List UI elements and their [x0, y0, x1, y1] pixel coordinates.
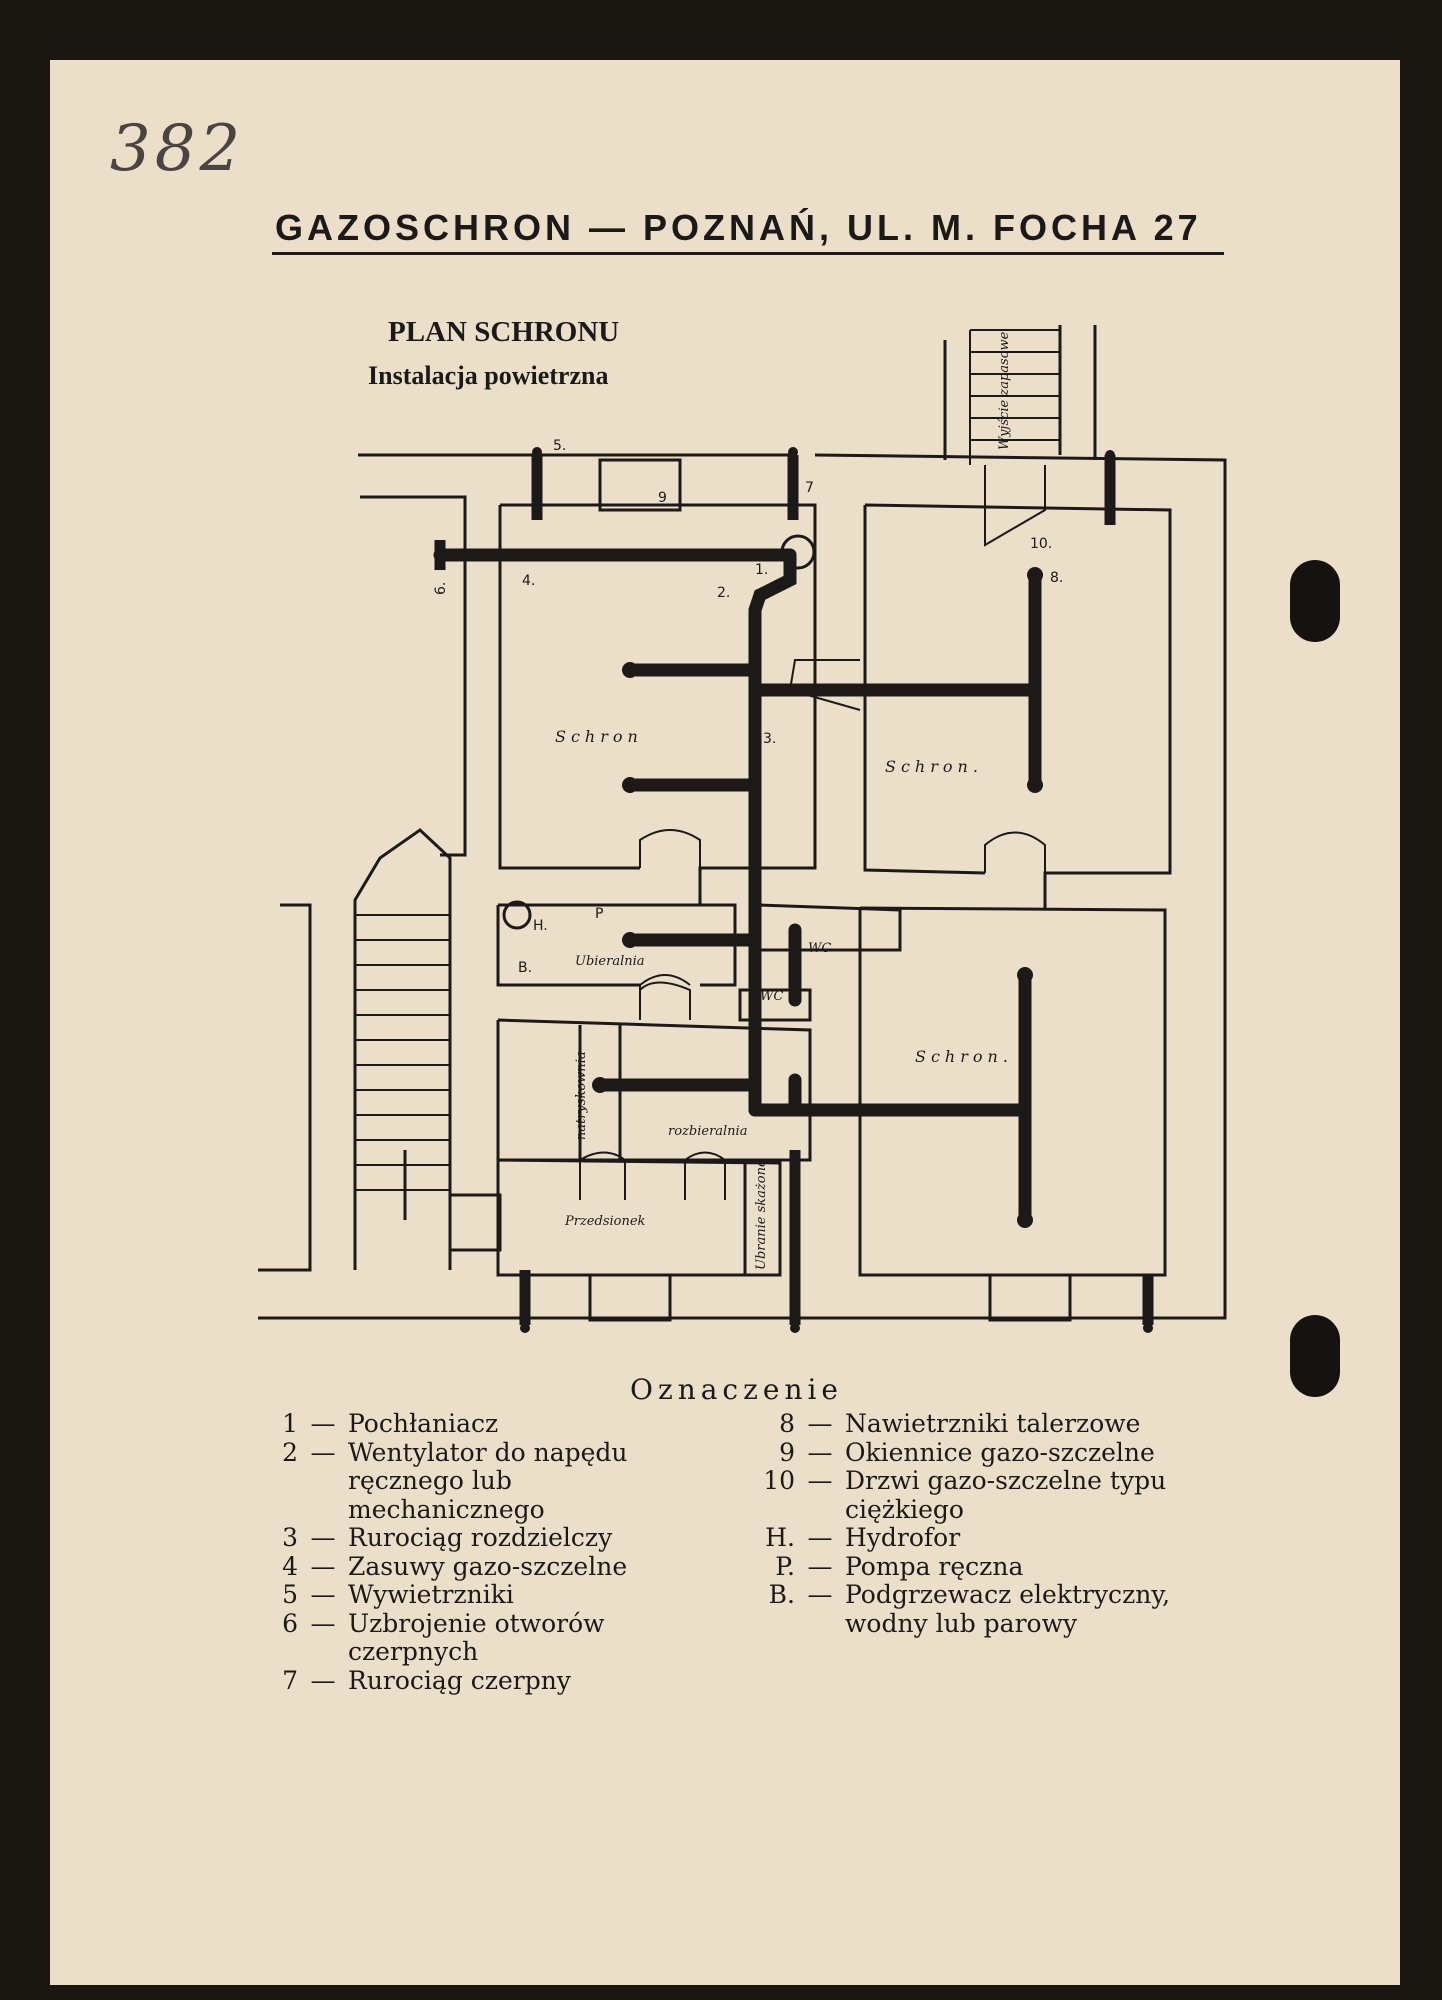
marker-4: 4.	[522, 573, 535, 589]
legend-key: B.	[768, 1580, 795, 1609]
air-diffusers	[592, 567, 1043, 1228]
room-label-ubieralnia: Ubieralnia	[575, 954, 645, 969]
title-underline	[272, 252, 1224, 255]
page-title: GAZOSCHRON — POZNAŃ, UL. M. FOCHA 27	[275, 207, 1202, 248]
legend-item: 8 — Nawietrzniki talerzowe	[750, 1409, 1205, 1439]
legend-dash: —	[310, 1551, 336, 1581]
binder-hole-top	[1290, 560, 1340, 642]
legend-item: 7 — Rurociąg czerpny	[265, 1665, 708, 1696]
vent-heads	[520, 447, 1153, 1333]
plan-subtitle: Instalacja powietrzna	[368, 361, 609, 390]
legend-text: Uzbrojenie otworów czerpnych	[348, 1608, 605, 1666]
legend-dash: —	[310, 1437, 336, 1467]
marker-10: 10.	[1030, 536, 1052, 552]
legend-dash: —	[310, 1523, 336, 1552]
staircase-left	[355, 914, 450, 1220]
handwritten-page-number: 382	[110, 112, 245, 186]
marker-6: 6.	[433, 582, 449, 595]
legend-dash: —	[310, 1580, 336, 1609]
marker-p: P	[595, 906, 603, 922]
legend-dash: —	[310, 1608, 336, 1638]
legend-key: 2	[282, 1437, 298, 1467]
marker-2: 2.	[717, 585, 730, 601]
legend-text: Zasuwy gazo-szczelne	[348, 1551, 628, 1581]
absorber-icon	[780, 534, 816, 570]
legend-item: 3 — Rurociąg rozdzielczy	[265, 1523, 708, 1553]
room-label-schron-1: Schron	[555, 727, 643, 746]
legend-text: Pompa ręczna	[845, 1551, 1024, 1581]
legend-text: Hydrofor	[845, 1523, 961, 1552]
legend-key: 9	[779, 1437, 795, 1467]
legend-dash: —	[807, 1409, 833, 1438]
legend-key: H.	[765, 1523, 795, 1552]
room-label-rozbieralnia: rozbieralnia	[668, 1124, 747, 1139]
marker-9: 9	[658, 490, 667, 506]
room-label-wc-1: WC	[808, 941, 831, 956]
legend-item: 4 — Zasuwy gazo-szczelne	[265, 1551, 708, 1582]
legend-dash: —	[807, 1551, 833, 1581]
room-label-schron-2: Schron.	[885, 757, 983, 776]
marker-h: H.	[533, 918, 548, 934]
room-label-przedsionek: Przedsionek	[564, 1214, 646, 1229]
legend-item: B. — Podgrzewacz elektryczny, wodny lub pa…	[750, 1580, 1205, 1638]
legend-key: 5	[282, 1580, 298, 1609]
legend-text: Podgrzewacz elektryczny, wodny lub parow…	[845, 1580, 1171, 1638]
legend-text: Pochłaniacz	[348, 1409, 499, 1438]
marker-7: 7	[805, 480, 814, 496]
room-label-schron-3: Schron.	[915, 1047, 1013, 1066]
marker-5: 5.	[553, 438, 566, 454]
walls	[258, 325, 1227, 1320]
document-sheet	[50, 60, 1400, 1985]
marker-1: 1.	[755, 562, 768, 578]
legend-dash: —	[310, 1409, 336, 1438]
binder-hole-bottom	[1290, 1315, 1340, 1397]
legend-dash: —	[807, 1466, 833, 1495]
hydrophore-icon	[502, 900, 532, 930]
legend-key: 7	[282, 1665, 298, 1695]
legend-text: Wywietrzniki	[348, 1580, 514, 1609]
legend-key: 6	[282, 1608, 298, 1638]
air-ducts	[433, 548, 1042, 1227]
legend-key: 4	[282, 1551, 298, 1581]
legend-item: 6 — Uzbrojenie otworów czerpnych	[265, 1608, 708, 1667]
legend-key: 8	[779, 1409, 795, 1438]
door-swings	[579, 659, 1046, 1200]
legend-text: Drzwi gazo-szczelne typu ciężkiego	[845, 1466, 1167, 1524]
legend-key: P.	[775, 1551, 795, 1581]
room-label-wyjscie-zapasowe: Wyjście zapasowe	[997, 331, 1012, 450]
room-label-ubranie-skazone: Ubranie skażone	[754, 1159, 769, 1270]
legend-key: 1	[282, 1409, 298, 1438]
plan-title: PLAN SCHRONU	[388, 316, 620, 348]
legend-dash: —	[807, 1523, 833, 1552]
legend-key: 3	[282, 1523, 298, 1552]
legend-text: Nawietrzniki talerzowe	[845, 1409, 1141, 1438]
legend-right-column: 8 — Nawietrzniki talerzowe 9 — Okiennice gaz…	[750, 1409, 1205, 1638]
marker-3: 3.	[763, 731, 776, 747]
legend-item: H. — Hydrofor	[750, 1523, 1205, 1553]
room-label-wc-2: WC	[760, 989, 783, 1004]
legend-left-column: 1 — Pochłaniacz 2 — Wentylator do napędu ręc…	[265, 1409, 708, 1696]
legend-item: 10 — Drzwi gazo-szczelne typu ciężkiego	[750, 1466, 1205, 1524]
marker-8: 8.	[1050, 570, 1063, 586]
legend-dash: —	[310, 1665, 336, 1695]
room-label-natryskownia: natryskownia	[574, 1051, 589, 1140]
legend-item: 5 — Wywietrzniki	[265, 1580, 708, 1610]
legend-item: 1 — Pochłaniacz	[265, 1409, 708, 1439]
legend-text: Rurociąg rozdzielczy	[348, 1523, 613, 1552]
vents	[434, 455, 1154, 1325]
legend-item: 9 — Okiennice gazo-szczelne	[750, 1437, 1205, 1468]
marker-b: B.	[518, 960, 532, 976]
legend-text: Okiennice gazo-szczelne	[845, 1437, 1155, 1467]
legend-item: 2 — Wentylator do napędu ręcznego lub mech…	[265, 1437, 708, 1525]
legend-heading: Oznaczenie	[630, 1373, 843, 1406]
legend-text: Wentylator do napędu ręcznego lub mechan…	[348, 1437, 628, 1524]
gas-tight-shutters	[588, 458, 1072, 1322]
legend-dash: —	[807, 1580, 833, 1609]
staircase-exit	[969, 329, 1060, 547]
legend-dash: —	[807, 1437, 833, 1467]
legend-key: 10	[763, 1466, 795, 1495]
legend-text: Rurociąg czerpny	[348, 1665, 571, 1695]
legend-item: P. — Pompa ręczna	[750, 1551, 1205, 1582]
